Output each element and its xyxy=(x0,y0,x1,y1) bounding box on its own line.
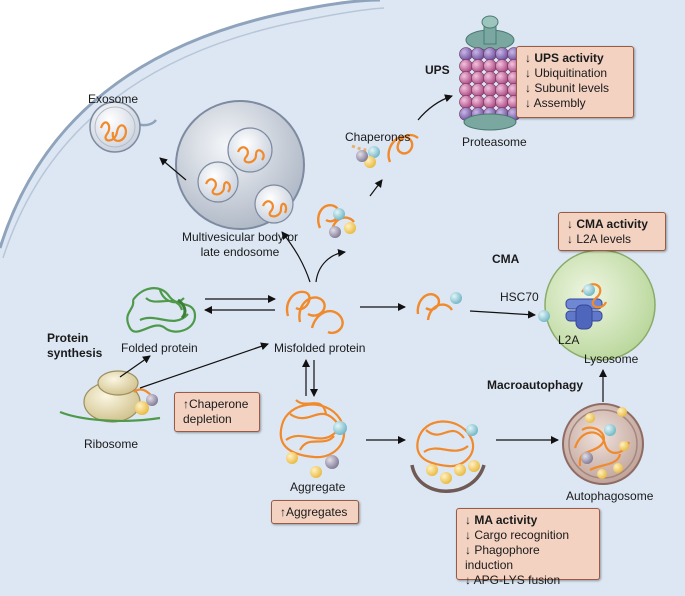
proteasome-subunit xyxy=(471,59,485,73)
l2a-label: L2A xyxy=(558,333,580,347)
exosome-vesicle xyxy=(89,101,141,153)
cell-membrane xyxy=(0,0,381,249)
arrow-misfolded-to-ups xyxy=(315,248,346,283)
arrow-misfolded-to-mvb xyxy=(281,231,311,283)
misfolded-protein-cma xyxy=(416,293,454,321)
arrow-cma-to-hsc70 xyxy=(469,310,536,319)
chaperone-particles xyxy=(135,146,629,484)
chaperone-depletion-line: depletion xyxy=(183,412,232,426)
chaperone-depletion-box: ↑Chaperone depletion xyxy=(174,392,260,432)
ups-activity-line: ↓ Assembly xyxy=(525,96,586,110)
aggregate-label: Aggregate xyxy=(290,480,346,494)
mvb-label-line1: Multivesicular body or xyxy=(181,230,299,244)
cma-activity-box: ↓ CMA activity ↓ L2A levels xyxy=(558,212,666,251)
ups-activity-line: ↓ Subunit levels xyxy=(525,81,610,95)
arrow-chaperones-to-proteasome xyxy=(417,94,453,121)
proteasome-subunit xyxy=(483,47,497,61)
proteasome-subunit xyxy=(471,47,485,61)
protein-synthesis-label-line2: synthesis xyxy=(47,346,103,360)
proteasome-subunit xyxy=(471,95,485,109)
aggregates-line: ↑Aggregates xyxy=(280,505,348,519)
cma-label: CMA xyxy=(492,252,520,266)
ma-activity-title: ↓ MA activity xyxy=(465,513,538,527)
proteasome-subunit xyxy=(483,95,497,109)
exosome-label: Exosome xyxy=(87,92,139,106)
proteasome-subunit xyxy=(483,59,497,73)
ups-activity-line: ↓ Ubiquitination xyxy=(525,66,608,80)
protein-synthesis-label-line1: Protein xyxy=(47,331,89,345)
proteasome-subunit xyxy=(495,71,509,85)
ma-activity-line: ↓ APG-LYS fusion xyxy=(465,573,561,587)
aggregate-cluster xyxy=(279,399,346,459)
arrow-ribosome-to-folded xyxy=(119,355,151,378)
proteasome-subunit xyxy=(459,95,473,109)
ma-activity-line: ↓ Cargo recognition xyxy=(465,528,570,542)
proteasome-subunit xyxy=(459,59,473,73)
proteasome-subunit xyxy=(495,95,509,109)
arrow-ups-to-chaperones xyxy=(369,179,383,197)
ups-activity-title: ↓ UPS activity xyxy=(525,51,604,65)
lysosome-label: Lysosome xyxy=(584,352,639,366)
cma-activity-line: ↓ L2A levels xyxy=(567,232,632,246)
pathway-arrows xyxy=(119,94,607,444)
proteasome-subunit xyxy=(495,47,509,61)
proteasome-subunit xyxy=(483,83,497,97)
autophagosome-label: Autophagosome xyxy=(566,489,654,503)
multivesicular-body xyxy=(175,100,305,230)
mvb-label-line2: late endosome xyxy=(200,245,280,259)
proteasome-subunit xyxy=(459,83,473,97)
arrow-ribosome-to-misfolded xyxy=(139,342,269,389)
proteasome-subunit xyxy=(459,47,473,61)
proteasome-subunit xyxy=(495,83,509,97)
lysosome-organelle xyxy=(544,249,656,361)
proteasome-subunit xyxy=(471,83,485,97)
phagophore xyxy=(410,420,486,493)
proteasome-subunit xyxy=(471,71,485,85)
ribosome-label: Ribosome xyxy=(84,437,139,451)
proteasome-label: Proteasome xyxy=(462,135,527,149)
chaperone-depletion-line: ↑Chaperone xyxy=(183,397,249,411)
misfolded-protein-label: Misfolded protein xyxy=(274,341,366,355)
arrow-mvb-to-exosome xyxy=(159,157,187,181)
proteasome-subunit xyxy=(459,71,473,85)
ups-activity-box: ↓ UPS activity ↓ Ubiquitination ↓ Subuni… xyxy=(516,46,634,118)
aggregates-box: ↑Aggregates xyxy=(271,500,359,524)
autophagosome-organelle xyxy=(562,403,644,485)
folded-protein-label: Folded protein xyxy=(121,341,198,355)
macroautophagy-label: Macroautophagy xyxy=(487,378,584,392)
ma-activity-line: ↓ Phagophore induction xyxy=(465,543,540,572)
chaperones-label: Chaperones xyxy=(345,130,411,144)
folded-protein-structure xyxy=(126,287,197,333)
ups-label: UPS xyxy=(425,63,450,77)
misfolded-protein-structure xyxy=(285,290,344,335)
ma-activity-box: ↓ MA activity ↓ Cargo recognition ↓ Phag… xyxy=(456,508,600,587)
proteasome-subunit xyxy=(495,59,509,73)
proteasome-subunit xyxy=(483,71,497,85)
cma-activity-title: ↓ CMA activity xyxy=(567,217,648,231)
hsc70-label: HSC70 xyxy=(500,290,539,304)
